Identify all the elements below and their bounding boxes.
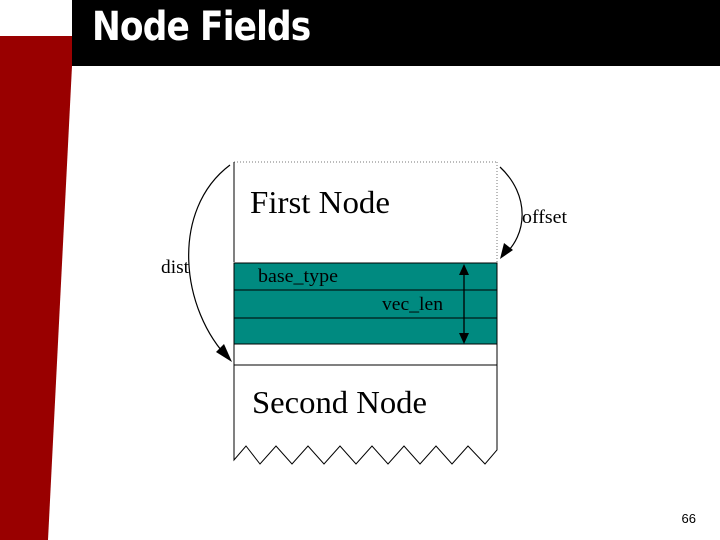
first-node-box: First Node	[233, 161, 498, 262]
offset-arrow	[499, 166, 523, 259]
slide-title: Node Fields	[92, 4, 311, 50]
offset-label: offset	[522, 207, 568, 228]
field-row-vec-len	[233, 289, 498, 319]
second-node-label: Second Node	[252, 384, 427, 420]
title-bar	[72, 0, 720, 66]
dist-label: dist	[161, 257, 190, 278]
field-base-type-label: base_type	[258, 266, 338, 287]
field-row-base-type	[233, 262, 498, 291]
field-span-arrow	[459, 264, 469, 344]
first-node-label: First Node	[250, 184, 390, 220]
field-vec-len-label: vec_len	[382, 294, 444, 315]
second-node-box: Second Node	[233, 364, 498, 465]
field-row-empty	[233, 317, 498, 345]
page-number: 66	[681, 511, 696, 526]
field-rows: base_type vec_len	[233, 262, 498, 345]
dist-arrow	[188, 164, 232, 362]
